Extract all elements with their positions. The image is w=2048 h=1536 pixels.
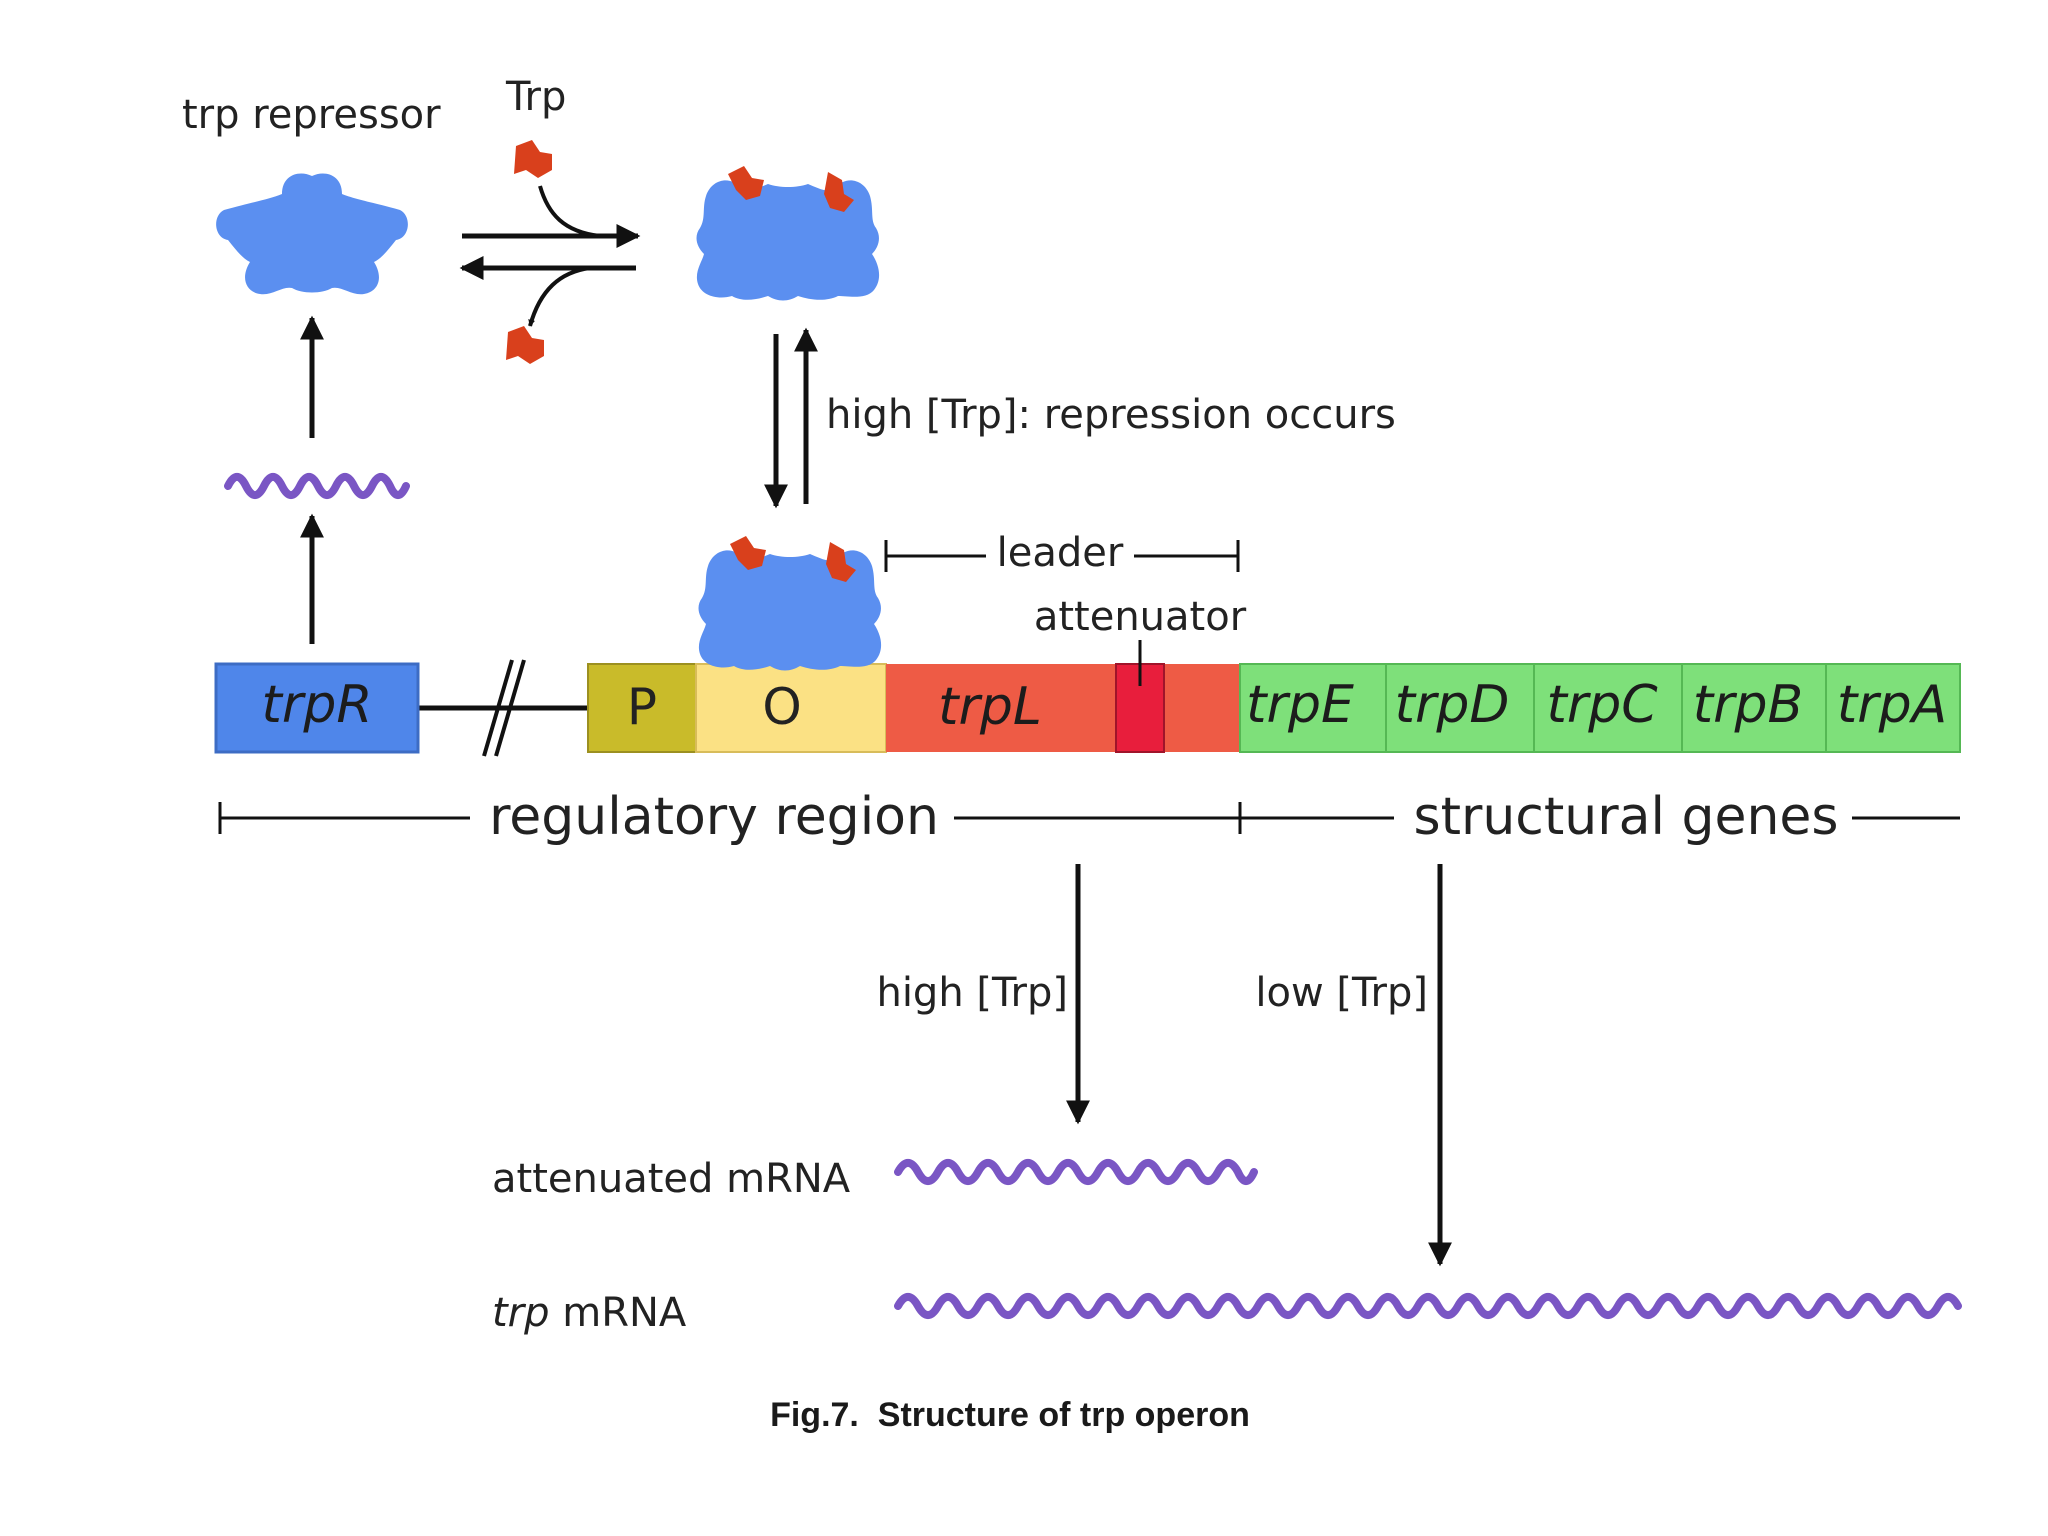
trp-release-curve [528, 266, 591, 327]
attenuated-mrna-label: attenuated mRNA [492, 1156, 851, 1202]
trpR-mrna [224, 473, 410, 499]
trpA-gene-label: trpA [1837, 675, 1947, 735]
structural-genes-label: structural genes [1413, 787, 1838, 847]
promoter-label: P [627, 678, 657, 736]
trpE-gene-box [1239, 663, 1387, 753]
full-trp-mrna [894, 1292, 1962, 1320]
trpE-gene-label: trpE [1246, 675, 1354, 735]
trp-mrna-label: trp mRNA [492, 1290, 687, 1336]
bound-repressor-icon [696, 166, 880, 301]
repression-label: high [Trp]: repression occurs [826, 392, 1396, 438]
operator-label: O [762, 678, 801, 736]
leader-label: leader [997, 530, 1124, 576]
trpL-gene-label: trpL [938, 677, 1042, 737]
operator-bound-repressor-icon [698, 536, 882, 671]
tryptophan-molecule-icon [514, 140, 552, 178]
promoter-box [587, 663, 697, 753]
trpD-gene-label: trpD [1395, 675, 1510, 735]
dna-break-mark [494, 659, 526, 757]
free-repressor-icon [216, 173, 408, 295]
dna-break-mark [482, 659, 514, 757]
trpA-gene-box [1825, 663, 1961, 753]
trp-repressor-label: trp repressor [182, 92, 441, 138]
trpB-gene-label: trpB [1693, 675, 1803, 735]
regulatory-region-label: regulatory region [489, 787, 939, 847]
figure-caption: Fig.7. Structure of trp operon [770, 1396, 1250, 1434]
trp-mrna-italic: trp [492, 1290, 550, 1336]
trpR-gene-box [214, 662, 420, 754]
attenuated-mrna [894, 1158, 1258, 1186]
attenuator-label: attenuator [1034, 594, 1247, 640]
trpR-gene-label: trpR [262, 675, 373, 735]
high-trp-label: high [Trp] [876, 970, 1068, 1016]
trpC-gene-label: trpC [1546, 675, 1658, 735]
trpD-gene-box [1385, 663, 1535, 753]
leader-trpL-box [886, 664, 1240, 752]
trp-mrna-rest: mRNA [550, 1290, 687, 1336]
trp-binding-curve [538, 185, 601, 238]
trp-label: Trp [505, 74, 566, 120]
tryptophan-molecule-icon [506, 326, 544, 364]
low-trp-label: low [Trp] [1255, 970, 1428, 1016]
trpC-gene-box [1533, 663, 1683, 753]
